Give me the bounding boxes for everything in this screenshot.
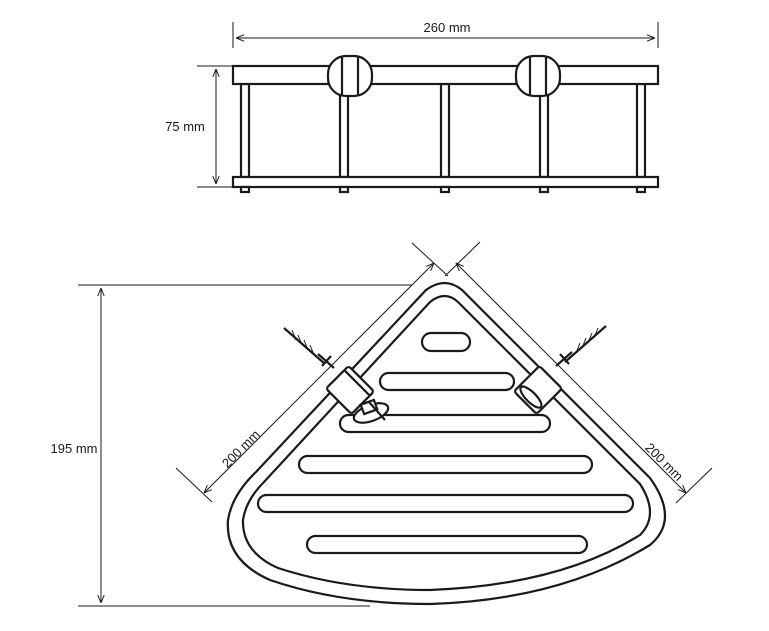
drain-slot-3 bbox=[338, 413, 552, 434]
basket-feet bbox=[239, 185, 647, 194]
top-bracket-right bbox=[514, 366, 562, 414]
post-3 bbox=[439, 82, 451, 179]
basket-outline-inner bbox=[241, 294, 652, 592]
side-extension-left bbox=[175, 467, 213, 503]
post-1 bbox=[239, 82, 251, 179]
post-5 bbox=[635, 82, 647, 179]
side-right-dimension-line bbox=[456, 263, 686, 493]
post-2 bbox=[338, 82, 350, 179]
wall-bracket-right bbox=[514, 54, 562, 98]
drain-slot-4 bbox=[297, 454, 594, 475]
wall-screw-right-icon bbox=[555, 325, 607, 367]
drain-slot-6 bbox=[305, 534, 589, 555]
post-4 bbox=[538, 82, 550, 179]
top-rail bbox=[231, 64, 660, 86]
front-view: 260 mm 75 mm bbox=[165, 20, 660, 194]
basket-outline-outer bbox=[226, 281, 667, 606]
side-extension-apex-left bbox=[411, 242, 449, 277]
side-extension-apex-right bbox=[444, 241, 481, 277]
top-view: 195 mm 200 mm 200 mm bbox=[51, 241, 713, 607]
side-extension-right bbox=[675, 467, 713, 504]
height-label: 75 mm bbox=[165, 119, 205, 134]
drain-slot-2 bbox=[378, 371, 516, 392]
basket-posts bbox=[239, 82, 647, 179]
drain-slots bbox=[256, 331, 635, 555]
depth-label: 195 mm bbox=[51, 441, 98, 456]
drain-slot-5 bbox=[256, 493, 635, 514]
wall-screw-left-icon bbox=[283, 327, 335, 369]
drain-slot-1 bbox=[420, 331, 472, 353]
top-bracket-left bbox=[326, 366, 374, 414]
wall-bracket-left bbox=[326, 54, 374, 98]
screw-knob-icon bbox=[352, 398, 390, 424]
side-left-dimension-line bbox=[204, 263, 434, 493]
width-label: 260 mm bbox=[424, 20, 471, 35]
bottom-rail bbox=[231, 175, 660, 189]
side-left-label: 200 mm bbox=[219, 427, 263, 471]
